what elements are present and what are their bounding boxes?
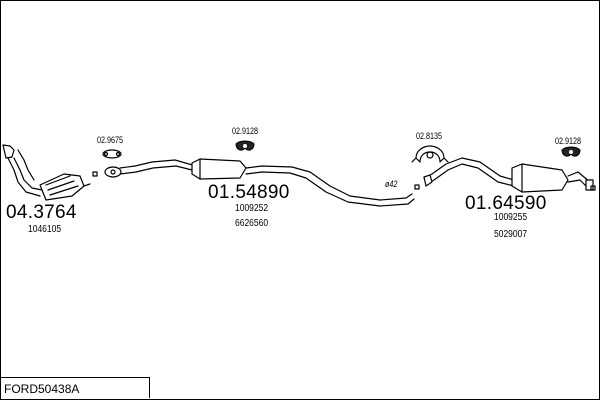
middle-silencer-number-2: 6626560 xyxy=(235,218,269,229)
reference-code: FORD50438A xyxy=(0,377,150,398)
clamp-code: 02.8135 xyxy=(416,131,443,141)
silencer-icon xyxy=(423,157,594,193)
catalyst-number: 1046105 xyxy=(28,224,62,235)
gasket-icon xyxy=(102,149,122,178)
pipe-diameter-label: ø42 xyxy=(385,179,398,189)
rear-silencer-code: 01.64590 xyxy=(465,193,547,214)
middle-silencer-number-1: 1009252 xyxy=(235,203,269,214)
catalytic-converter-icon xyxy=(2,144,91,201)
rubber-mount-rear-code: 02.9128 xyxy=(555,136,582,146)
clip-icon xyxy=(92,171,98,177)
clip-icon xyxy=(590,185,596,191)
rear-silencer-number-2: 5029007 xyxy=(494,229,528,240)
rubber-mount-icon xyxy=(561,146,581,157)
catalyst-code: 04.3764 xyxy=(6,202,77,223)
clip-icon xyxy=(414,184,420,190)
rear-silencer-number-1: 1009255 xyxy=(494,212,528,223)
rubber-mount-mid-code: 02.9128 xyxy=(232,126,259,136)
clamp-icon xyxy=(411,145,449,163)
middle-silencer-code: 01.54890 xyxy=(208,182,290,203)
silencer-icon xyxy=(119,158,415,207)
gasket-front-code: 02.9675 xyxy=(97,135,124,145)
rubber-mount-icon xyxy=(235,140,255,151)
